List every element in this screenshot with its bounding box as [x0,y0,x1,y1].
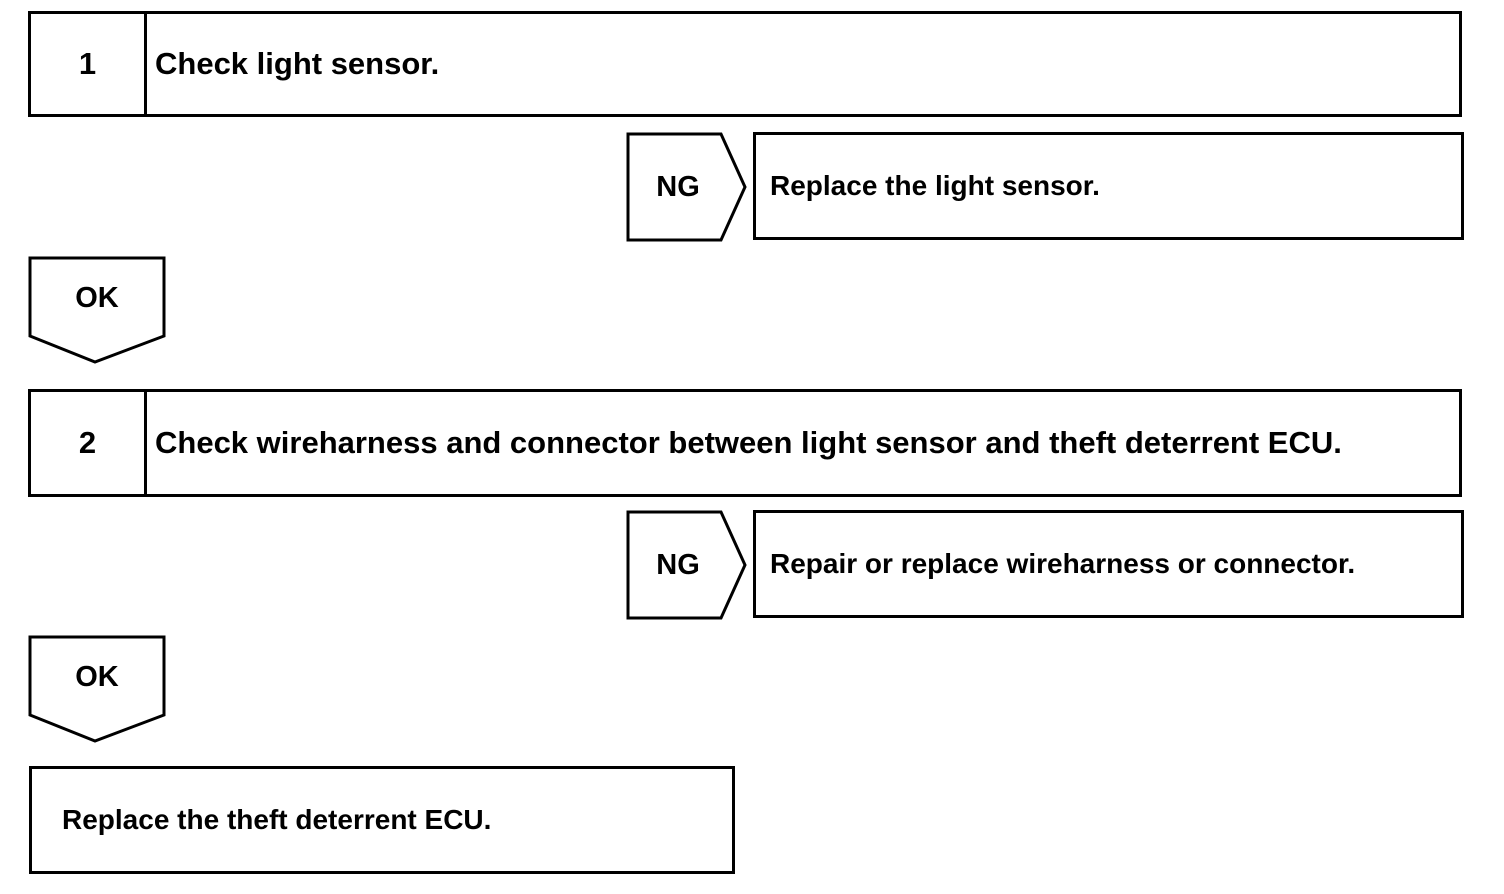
ng-1-action-box: Replace the light sensor. [753,132,1464,240]
final-action-box: Replace the theft deterrent ECU. [29,766,735,874]
ng-1-label: NG [656,170,700,203]
ok-2-label: OK [75,660,119,693]
final-action-text: Replace the theft deterrent ECU. [62,804,492,835]
ng-1-arrow [626,132,747,242]
step-1-number: 1 [31,14,147,114]
ng-2-label: NG [656,548,700,581]
step-2-number: 2 [31,392,147,494]
ok-1-label: OK [75,281,119,314]
ng-2-arrow [626,510,747,620]
ng-2-action-text: Repair or replace wireharness or connect… [770,548,1356,579]
step-2-box: 2 Check wireharness and connector betwee… [28,389,1462,497]
step-2-text: Check wireharness and connector between … [155,425,1342,460]
step-1-text: Check light sensor. [155,46,440,81]
ng-1-action-text: Replace the light sensor. [770,170,1100,201]
step-1-box: 1 Check light sensor. [28,11,1462,117]
ok-2-arrow [28,635,166,743]
ok-1-arrow [28,256,166,364]
ng-2-action-box: Repair or replace wireharness or connect… [753,510,1464,618]
